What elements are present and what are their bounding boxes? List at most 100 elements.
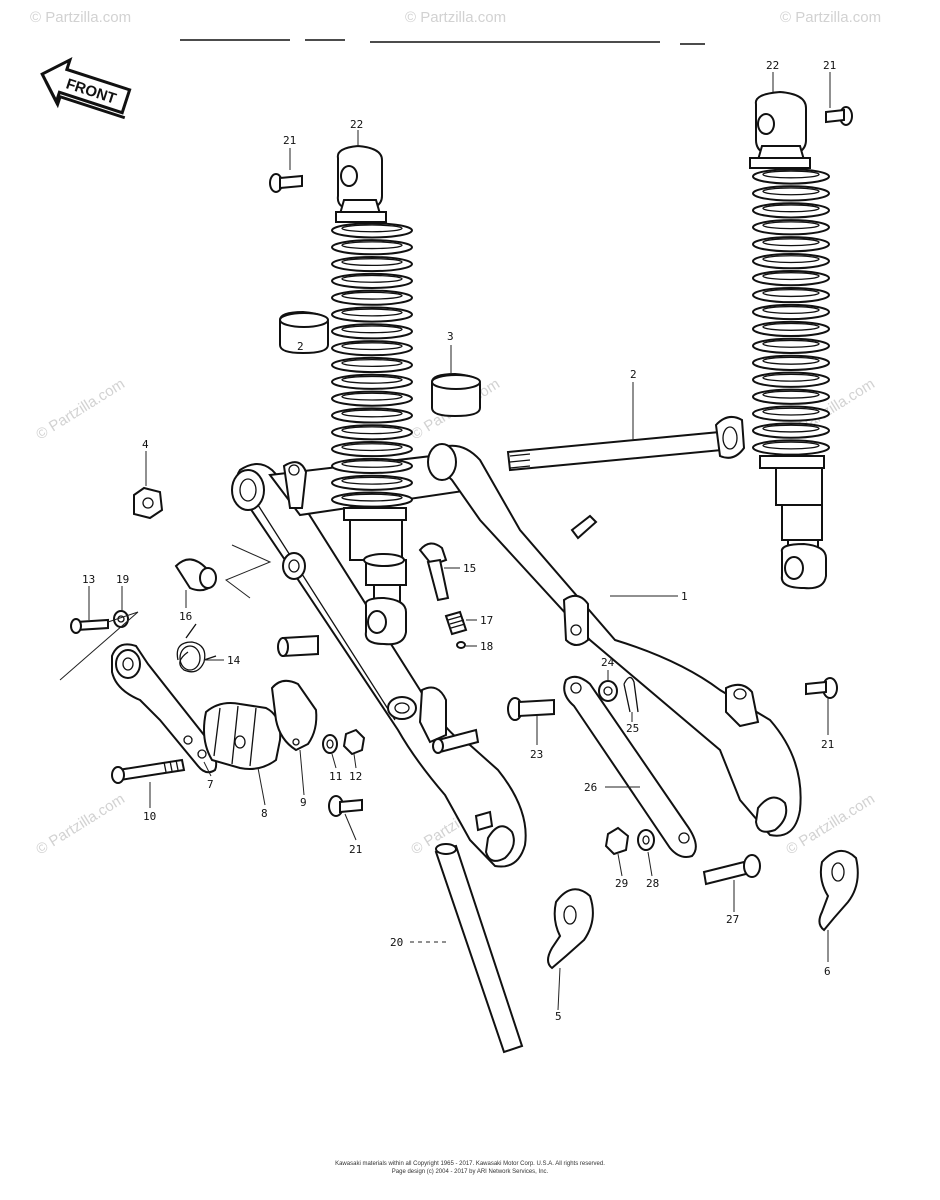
spring-turn-inner bbox=[341, 392, 403, 401]
callout-1: 1 bbox=[681, 590, 688, 603]
rear-shock-right bbox=[749, 90, 830, 590]
washer bbox=[637, 829, 655, 851]
spring-turn bbox=[752, 388, 830, 405]
spring-turn bbox=[752, 286, 830, 304]
spring-turn-inner bbox=[341, 241, 403, 250]
callout-12: 12 bbox=[349, 770, 362, 783]
callout-14: 14 bbox=[227, 654, 241, 667]
spring-turn bbox=[331, 441, 413, 458]
watermark: © Partzilla.com bbox=[33, 790, 128, 858]
bolt bbox=[825, 106, 853, 126]
callout-21: 21 bbox=[823, 59, 836, 72]
chain-adjuster bbox=[547, 888, 594, 970]
spring-turn bbox=[331, 474, 413, 491]
spring-turn-inner bbox=[762, 288, 820, 298]
callout-17: 17 bbox=[480, 614, 493, 627]
spring-turn bbox=[752, 270, 830, 287]
callout-8: 8 bbox=[261, 807, 268, 820]
spring-turn-inner bbox=[341, 291, 403, 300]
callout-10: 10 bbox=[143, 810, 156, 823]
spring-turn bbox=[331, 407, 413, 424]
spring-turn-inner bbox=[341, 274, 403, 283]
spring-turn bbox=[752, 236, 830, 253]
spring-turn-inner bbox=[341, 459, 403, 468]
nut bbox=[604, 826, 630, 856]
spring-turn-inner bbox=[341, 258, 403, 267]
spring-turn-inner bbox=[762, 221, 820, 230]
spring-turn-inner bbox=[762, 424, 820, 433]
pivot-bolt bbox=[506, 415, 746, 472]
bolt bbox=[805, 677, 838, 699]
spring-turn bbox=[752, 439, 830, 456]
spring-turn bbox=[752, 422, 830, 439]
spring-turn-inner bbox=[762, 390, 820, 399]
callout-4: 4 bbox=[142, 438, 149, 451]
top-rule bbox=[180, 39, 705, 45]
adjuster-ball bbox=[456, 641, 466, 649]
spring-turn-inner bbox=[341, 493, 403, 502]
callout-18: 18 bbox=[480, 640, 493, 653]
brake-arm bbox=[111, 643, 218, 774]
callout-25: 25 bbox=[626, 722, 639, 735]
cap bbox=[174, 558, 217, 592]
torque-link bbox=[563, 675, 697, 858]
chain-guard-tube bbox=[434, 843, 524, 1054]
spring-turn-inner bbox=[341, 342, 403, 351]
spring-turn bbox=[752, 405, 830, 422]
callout-29: 29 bbox=[615, 877, 628, 890]
spring-turn-inner bbox=[762, 170, 820, 179]
bolt bbox=[269, 173, 303, 193]
spring-turn-inner bbox=[341, 358, 403, 367]
callout-21: 21 bbox=[821, 738, 834, 751]
spring-coil bbox=[752, 168, 830, 456]
callout-24: 24 bbox=[601, 656, 615, 669]
spring-turn bbox=[331, 239, 413, 256]
spring-turn bbox=[331, 491, 413, 508]
watermark: © Partzilla.com bbox=[780, 9, 881, 26]
leader-line bbox=[224, 544, 272, 599]
callout-layer: 1 2 2 3 4 5 6 7 8 9 10 11 12 13 14 15 16… bbox=[82, 59, 836, 1023]
spring-turn-inner bbox=[762, 441, 820, 450]
spring-turn bbox=[331, 340, 413, 357]
spring-turn bbox=[752, 354, 830, 371]
callout-19: 19 bbox=[116, 573, 129, 586]
callout-6: 6 bbox=[824, 965, 831, 978]
callout-16: 16 bbox=[179, 610, 192, 623]
callout-22: 22 bbox=[766, 59, 779, 72]
spring-turn-inner bbox=[762, 238, 820, 247]
spring-coil bbox=[331, 222, 413, 508]
callout-11: 11 bbox=[329, 770, 342, 783]
spring-turn-inner bbox=[762, 373, 820, 382]
bolt bbox=[507, 697, 555, 721]
spring-turn bbox=[331, 424, 413, 441]
callout-9: 9 bbox=[300, 796, 307, 809]
spring-turn-inner bbox=[341, 325, 403, 334]
spring-turn-inner bbox=[341, 476, 403, 485]
spring-turn bbox=[752, 219, 830, 236]
callout-21: 21 bbox=[349, 843, 362, 856]
adjuster-spring bbox=[444, 610, 468, 636]
spring-turn bbox=[331, 289, 413, 306]
spring-turn-inner bbox=[341, 426, 403, 435]
spring-turn bbox=[752, 185, 830, 202]
callout-3: 3 bbox=[447, 330, 454, 343]
spring-turn bbox=[331, 390, 413, 407]
swing-arm bbox=[231, 443, 802, 868]
callout-5: 5 bbox=[555, 1010, 562, 1023]
spring-turn bbox=[752, 168, 830, 185]
spring-turn bbox=[752, 202, 830, 219]
watermark: © Partzilla.com bbox=[405, 9, 506, 26]
bolt bbox=[702, 854, 761, 886]
callout-7: 7 bbox=[207, 778, 214, 791]
torsion-spring bbox=[176, 623, 217, 673]
washer bbox=[322, 734, 338, 754]
chain-adjuster bbox=[818, 850, 859, 932]
spring-turn-inner bbox=[762, 272, 820, 281]
spring-turn bbox=[752, 320, 830, 338]
spring-turn bbox=[331, 323, 413, 340]
spring-turn bbox=[752, 337, 830, 354]
spring-turn-inner bbox=[762, 322, 820, 331]
copyright-line: Page design (c) 2004 - 2017 by ARI Netwo… bbox=[392, 1169, 549, 1175]
spring-turn bbox=[752, 371, 830, 388]
leader-lines bbox=[59, 72, 831, 1011]
